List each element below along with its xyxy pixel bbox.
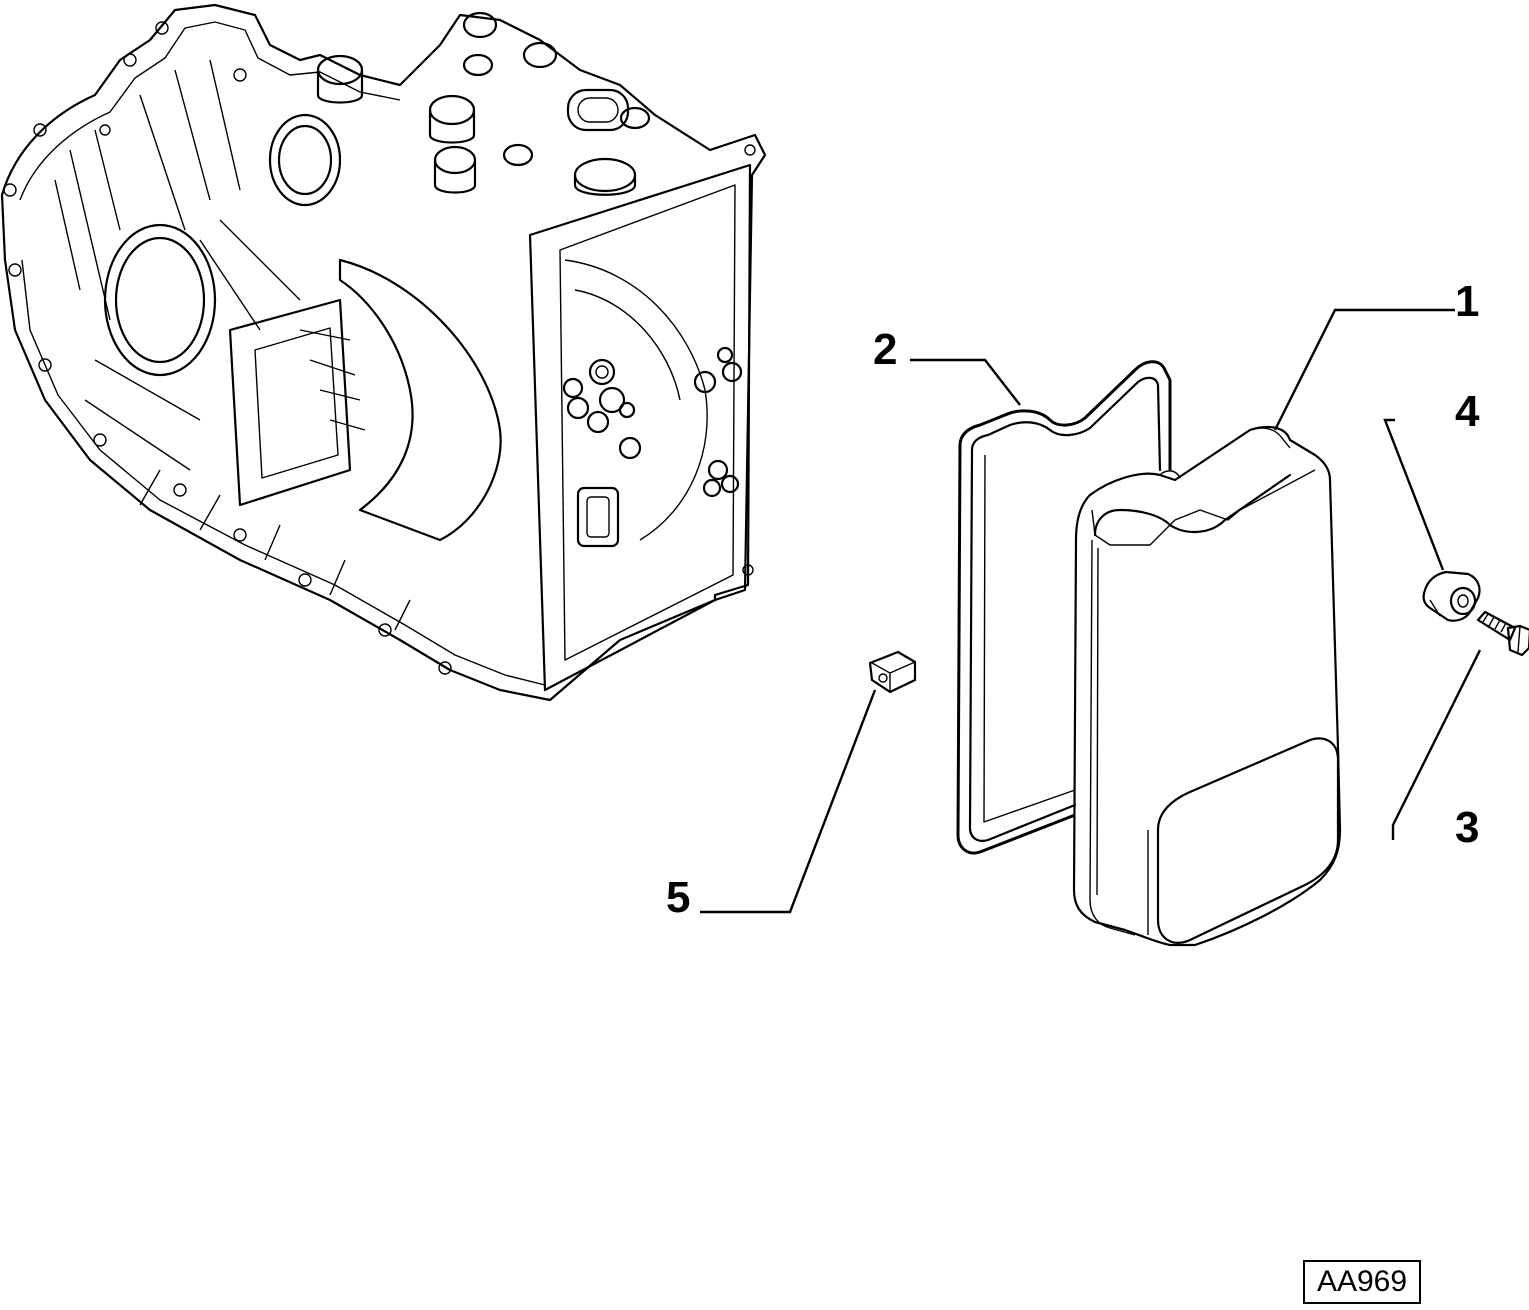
reference-code-box: AA969 (1303, 1260, 1421, 1304)
part-4-spacer (1422, 570, 1481, 622)
callout-3: 3 (1455, 803, 1480, 852)
callout-4: 4 (1455, 387, 1480, 436)
callout-2: 2 (873, 325, 898, 374)
leader-5 (700, 689, 877, 914)
callout-1: 1 (1455, 277, 1480, 326)
callout-5: 5 (666, 873, 691, 922)
leader-lines (700, 308, 1482, 914)
leader-2 (910, 358, 1021, 406)
part-5-clip (868, 650, 917, 694)
leader-4 (1383, 418, 1445, 571)
part-1-cover (1072, 425, 1342, 947)
part-2-gasket (956, 360, 1172, 855)
transmission-housing (0, 3, 767, 702)
leader-3 (1391, 649, 1482, 840)
leader-1 (1273, 308, 1455, 431)
part-3-bolt (1476, 610, 1529, 657)
